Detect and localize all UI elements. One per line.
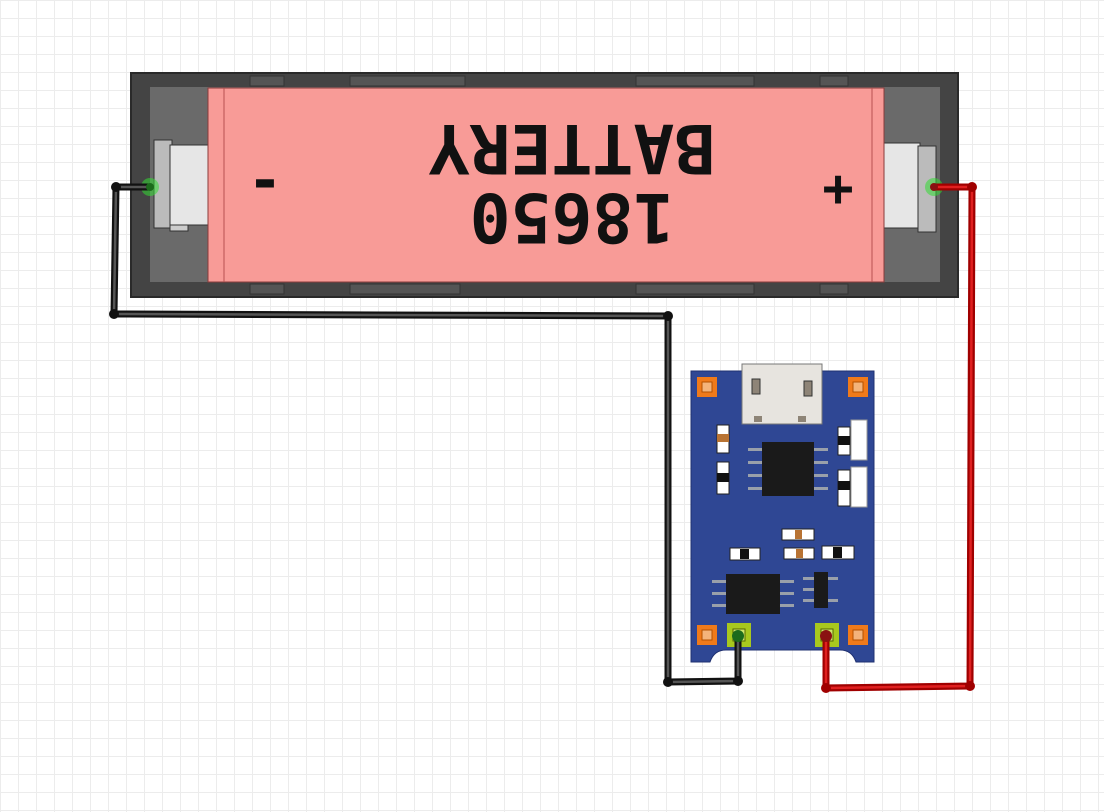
mosfet: [803, 572, 838, 608]
battery-cell[interactable]: BATTERY 18650 - +: [207, 87, 885, 283]
battery-plus-symbol: +: [822, 159, 853, 219]
corner-pads: [697, 377, 868, 645]
charger-ic: [748, 442, 828, 496]
negative-wire[interactable]: [109, 182, 743, 687]
b-plus-connection-dot: [820, 630, 832, 642]
battery-minus-symbol: -: [248, 146, 283, 214]
micro-usb-connector[interactable]: [741, 363, 823, 425]
positive-end-dot: [930, 183, 938, 191]
smd-components: [716, 419, 868, 561]
holder-notches: [249, 75, 849, 295]
battery-type-label: BATTERY: [429, 108, 716, 187]
negative-end-dot: [146, 183, 154, 191]
battery-label-group: BATTERY 18650: [429, 108, 716, 256]
battery-body: [207, 87, 885, 283]
protection-ic: [712, 574, 794, 614]
battery-negative-terminal[interactable]: [153, 139, 209, 232]
battery-positive-terminal[interactable]: [883, 142, 937, 233]
charger-module[interactable]: [690, 363, 875, 663]
b-minus-connection-dot: [732, 630, 744, 642]
positive-wire[interactable]: [821, 182, 977, 693]
battery-model-label: 18650: [470, 177, 675, 256]
